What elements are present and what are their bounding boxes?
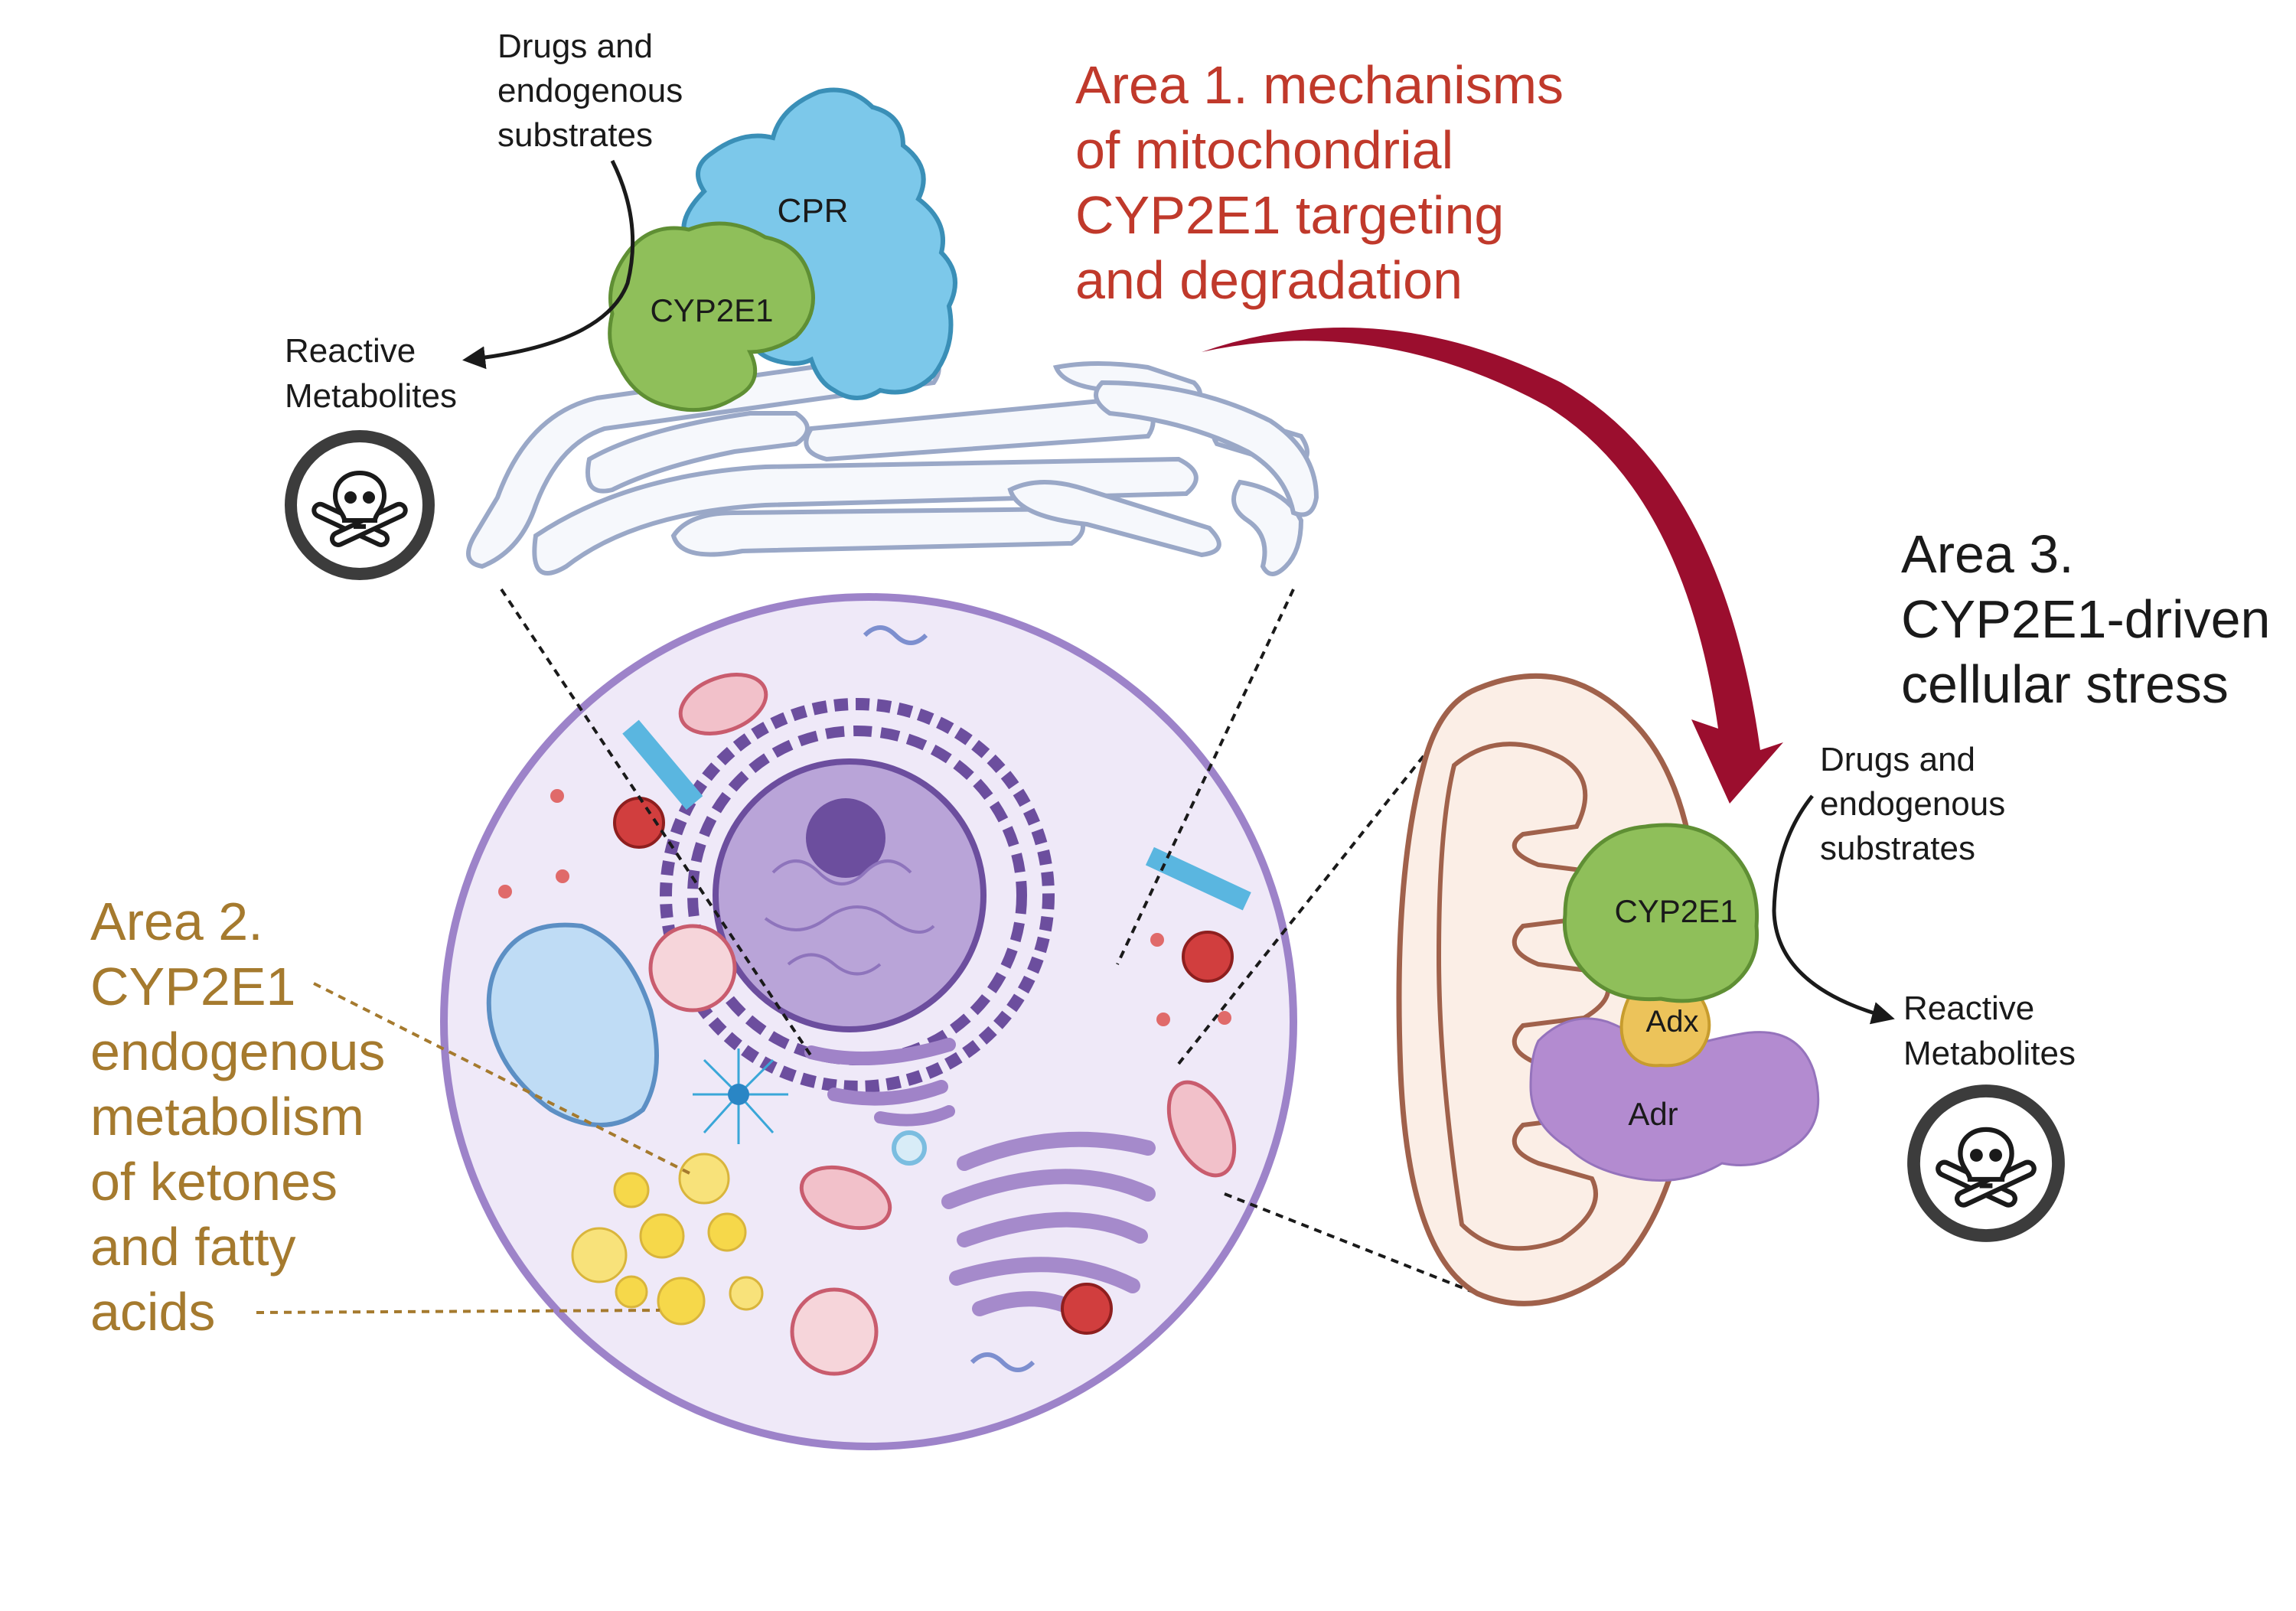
er-metabolites-line-2: Metabolites [285, 377, 457, 415]
cpr-label: CPR [778, 192, 849, 230]
er-metabolites-line-1: Reactive [285, 332, 416, 370]
vacuole [486, 922, 659, 1127]
centrosome [693, 1048, 788, 1144]
cytoskeleton-2 [1145, 846, 1251, 911]
endoplasmic-reticulum [466, 349, 1319, 576]
vesicle-2 [1182, 931, 1234, 983]
area-3-title: Area 3. CYP2E1-driven cellular stress [1901, 524, 2270, 714]
area-2-line-7: acids [90, 1282, 215, 1342]
adx-label: Adx [1646, 1005, 1699, 1039]
skull-crossbones-icon [291, 436, 429, 574]
area-1-title: Area 1. mechanisms of mitochondrial CYP2… [1075, 55, 1564, 310]
area-1-line-2: of mitochondrial [1075, 120, 1453, 180]
mito-metabolites-line-2: Metabolites [1903, 1035, 2076, 1072]
cyp2e1-protein-er: CYP2E1 [608, 221, 815, 413]
cytoskeleton-1 [622, 719, 703, 810]
lipid-droplets [571, 1153, 764, 1326]
cell-mitochondrion-1 [678, 673, 768, 735]
area-3-line-2: CYP2E1-driven [1901, 589, 2270, 649]
vesicle-3 [1061, 1283, 1113, 1335]
er-substrates-line-3: substrates [497, 116, 653, 154]
cyp2e1-label-er: CYP2E1 [650, 292, 773, 328]
area-3-line-3: cellular stress [1901, 654, 2229, 714]
area-2-line-6: and fatty [90, 1217, 296, 1277]
cyp2e1-protein-mito: CYP2E1 [1562, 823, 1760, 1003]
area-2-line-4: metabolism [90, 1087, 364, 1146]
er-reaction-arrow [462, 159, 635, 370]
lysosome-2 [790, 1287, 879, 1376]
area-3-line-1: Area 3. [1901, 524, 2074, 584]
area-2-pointer-1 [313, 982, 693, 1176]
cell-mitochondrion-3 [1166, 1080, 1237, 1178]
area-1-line-1: Area 1. mechanisms [1075, 55, 1564, 115]
area-2-pointer-2 [256, 1309, 660, 1314]
area-2-line-1: Area 2. [90, 892, 263, 951]
lysosome-1 [648, 924, 737, 1013]
mito-substrates-line-1: Drugs and [1820, 741, 1975, 778]
er-metabolites-label: Reactive Metabolites [285, 332, 457, 415]
area-1-line-3: CYP2E1 targeting [1075, 185, 1504, 245]
mito-substrates-line-3: substrates [1820, 830, 1975, 867]
targeting-arrow [1202, 328, 1783, 804]
area-2-line-2: CYP2E1 [90, 957, 295, 1016]
er-substrates-line-2: endogenous [497, 72, 683, 109]
adr-label: Adr [1628, 1096, 1678, 1132]
cyp2e1-label-mito: CYP2E1 [1614, 893, 1737, 929]
mito-substrates-label: Drugs and endogenous substrates [1820, 741, 2005, 867]
er-substrates-line-1: Drugs and [497, 28, 653, 65]
mito-reaction-arrow [1772, 794, 1895, 1025]
mito-substrates-line-2: endogenous [1820, 785, 2005, 823]
golgi [941, 1131, 1156, 1324]
area-2-title: Area 2. CYP2E1 endogenous metabolism of … [90, 892, 385, 1342]
cell [440, 593, 1297, 1450]
cell-mitochondrion-2 [799, 1165, 892, 1231]
skull-crossbones-icon [1914, 1091, 2059, 1236]
nucleus [660, 698, 1055, 1093]
adr-protein: Adr [1529, 1017, 1820, 1182]
area-1-line-4: and degradation [1075, 250, 1463, 310]
mito-metabolites-label: Reactive Metabolites [1903, 990, 2076, 1072]
area-2-line-5: of ketones [90, 1152, 338, 1212]
mito-metabolites-line-1: Reactive [1903, 990, 2034, 1027]
area-2-line-3: endogenous [90, 1022, 385, 1081]
peroxisome [892, 1130, 927, 1166]
er-substrates-label: Drugs and endogenous substrates [497, 28, 683, 154]
